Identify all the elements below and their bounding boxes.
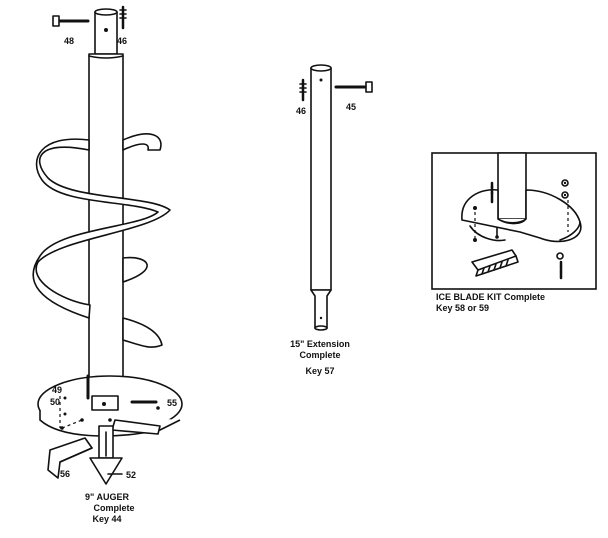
label-55: 55 (167, 398, 178, 408)
ice-blade (471, 249, 519, 277)
auger-point-52 (89, 425, 123, 485)
auger-caption-line2: Complete (93, 503, 135, 513)
extension-caption-line2: Complete (299, 350, 341, 360)
auger-blade-disc (37, 374, 183, 437)
kit-caption-line2: Key 58 or 59 (436, 303, 490, 313)
label-52: 52 (126, 470, 137, 480)
ice-blade-kit-inset (431, 152, 597, 290)
label-48: 48 (64, 36, 75, 46)
kit-caption-line1: ICE BLADE KIT Complete (436, 292, 546, 302)
extension-pin-46 (299, 78, 307, 102)
label-56: 56 (60, 469, 71, 479)
auger-top-pin-46 (119, 5, 127, 30)
kit-caption: ICE BLADE KIT Complete Key 58 or 59 (436, 292, 596, 314)
extension-bolt-45 (334, 81, 373, 93)
extension-assembly (299, 64, 373, 331)
auger-caption: 9" AUGER Complete Key 44 (72, 492, 142, 525)
auger-assembly (32, 5, 183, 485)
auger-top-collar (94, 11, 118, 55)
auger-flighting (32, 133, 171, 348)
label-50: 50 (50, 397, 61, 407)
extension-shaft (310, 67, 332, 291)
label-46-extension: 46 (296, 106, 307, 116)
label-49: 49 (52, 385, 63, 395)
auger-caption-line3: Key 44 (92, 514, 122, 524)
label-45: 45 (346, 102, 357, 112)
auger-caption-line1: 9" AUGER (85, 492, 129, 502)
label-46-auger: 46 (117, 36, 128, 46)
extension-caption-line3: Key 57 (305, 366, 335, 376)
extension-caption-line1: 15" Extension (290, 339, 350, 349)
auger-top-bolt-48 (52, 15, 90, 27)
extension-caption: 15" Extension Complete Key 57 (280, 339, 360, 377)
